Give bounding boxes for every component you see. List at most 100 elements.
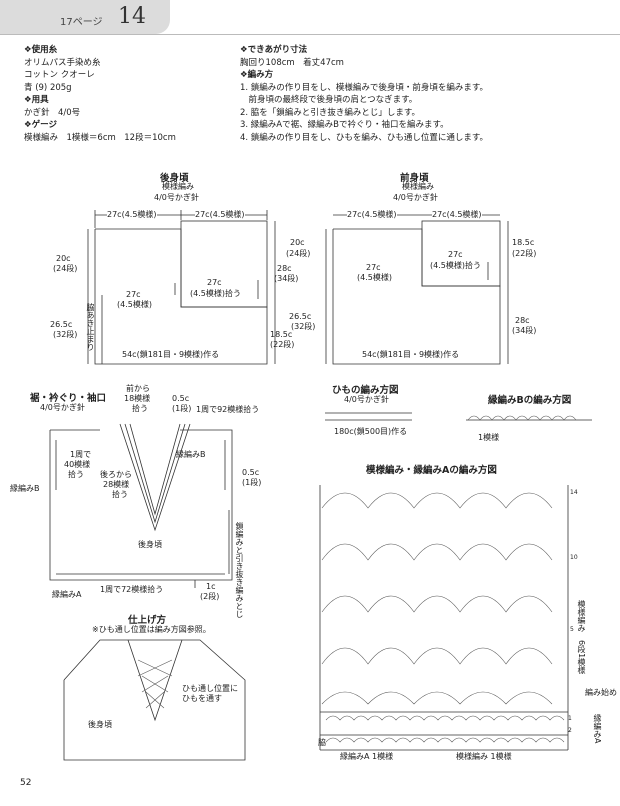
back-inner-right-sub: (4.5模様)拾う: [190, 289, 241, 298]
hem-front-from: 前から: [126, 384, 150, 393]
hem-bottom-h: 1c: [206, 582, 216, 591]
front-body-outline: [332, 228, 501, 365]
front-width-right: 27c(4.5模様): [432, 210, 482, 220]
front-bottom: 54c(鎖181目・9模様)作る: [362, 350, 460, 359]
finish-ties-1: ひも通し位置に: [182, 684, 238, 693]
back-h-r3: 18.5c: [270, 330, 293, 339]
front-h-r2-rows: (34段): [512, 326, 537, 335]
hem-body: 後身頃: [138, 540, 162, 549]
hem-needle: 4/0号かぎ針: [40, 403, 85, 412]
back-title: 後身頃: [160, 173, 189, 184]
method-step: 前身頃の最終段で後身頃の肩とつなぎます。: [240, 95, 418, 105]
back-inner-left-sub: (4.5模様): [117, 300, 152, 309]
method-section: ❖できあがり寸法 胸回り108cm 着丈47cm ❖編み方 1. 鎖編みの作り目…: [240, 45, 488, 143]
materials-section: ❖使用糸 オリムパス手染め糸 コットン クオーレ 青 (9) 205g ❖用具 …: [24, 45, 176, 143]
back-h-r2: 28c: [277, 264, 292, 273]
cord-title: ひもの編み方図: [332, 385, 399, 396]
back-h-r1: 20c: [290, 238, 305, 247]
finish-title: 仕上げ方: [128, 615, 167, 626]
back-h-r4-rows: (32段): [291, 322, 316, 331]
page-number: 52: [20, 778, 32, 788]
front-inner-left: 27c: [366, 263, 381, 272]
header-tab: [0, 0, 170, 34]
start-label: 編み始め: [585, 688, 617, 697]
row-14: 14: [570, 489, 578, 496]
finish-body-outline: [63, 639, 246, 761]
page-reference: 17ページ: [60, 17, 103, 28]
back-inner-right: 27c: [207, 278, 222, 287]
front-h-r2: 28c: [515, 316, 530, 325]
hem-body-outline: [49, 429, 233, 581]
front-shoulder-panel: [421, 220, 501, 287]
method-step: 2. 脇を「鎖編みと引き抜き編みとじ」します。: [240, 107, 420, 118]
hem-front-pick: 拾う: [132, 404, 148, 413]
tools-title: 用具: [31, 95, 49, 105]
header-rule: [0, 34, 620, 35]
row-10: 10: [570, 554, 578, 561]
front-h-r1: 18.5c: [512, 238, 535, 247]
back-needle: 4/0号かぎ針: [154, 193, 199, 202]
finish-note: ※ひも通し位置は編み方図参照。: [92, 625, 211, 634]
back-side-stop: 脇あき止まり: [86, 303, 95, 351]
front-title: 前身頃: [400, 173, 429, 184]
finish-body: 後身頃: [88, 720, 112, 729]
hem-round-40: 40模様: [64, 460, 91, 469]
back-h-r3-rows: (22段): [270, 340, 295, 349]
edge-row-1: 1: [568, 715, 572, 722]
edge-a-side-label: 縁編みA: [593, 714, 602, 744]
back-bottom: 54c(鎖181目・9模様)作る: [122, 350, 220, 359]
hem-back-pick: 拾う: [112, 490, 128, 499]
back-sub: 模様編み: [162, 182, 194, 191]
front-inner-right-sub: (4.5模様)拾う: [430, 261, 481, 270]
hem-side-seam: 鎖編みと引き抜き編みとじ: [235, 522, 244, 618]
gauge-title: ゲージ: [31, 120, 57, 130]
pattern-number: 14: [118, 4, 146, 29]
side-label: 脇: [318, 738, 326, 747]
hem-edge-b-right: 縁編みB: [176, 450, 206, 459]
yarn-title: 使用糸: [31, 45, 58, 55]
edge-row-2: 2: [568, 727, 572, 734]
hem-edge-b-left: 縁編みB: [10, 484, 40, 493]
back-h-top-rows: (24段): [53, 264, 78, 273]
back-shoulder-panel: [180, 220, 268, 308]
row-5: 5: [570, 626, 574, 633]
hem-v-rows: (1段): [172, 404, 192, 413]
finish-ties-2: ひもを通す: [182, 694, 222, 703]
hem-round: 1周で: [70, 450, 92, 459]
back-inner-left: 27c: [126, 290, 141, 299]
hem-back-from: 後ろから: [100, 470, 132, 479]
hem-v-width: 0.5c: [172, 394, 190, 403]
hem-pick-92: 1周で92模様拾う: [196, 405, 260, 414]
cord-needle: 4/0号かぎ針: [344, 395, 389, 404]
lacing-lines: [137, 659, 173, 709]
cord-length: 180c(鎖500目)作る: [334, 427, 408, 436]
crochet-fan-motifs: [321, 415, 577, 743]
hem-edge-a: 縁編みA: [52, 590, 82, 599]
edge-a-repeat: 縁編みA 1模様: [340, 752, 394, 761]
back-h-bot-rows: (32段): [53, 330, 78, 339]
yarn-line: オリムパス手染め糸: [24, 57, 101, 68]
size-line: 胸回り108cm 着丈47cm: [240, 57, 344, 68]
hem-pick-72: 1周で72模様拾う: [100, 585, 164, 594]
front-needle: 4/0号かぎ針: [393, 193, 438, 202]
hem-bottom-rows: (2段): [200, 592, 220, 601]
method-step: 3. 縁編みAで裾、縁編みBで衿ぐり・袖口を編みます。: [240, 120, 449, 130]
pattern-repeat-label: 模様編み 6段1模様: [577, 600, 586, 675]
edge-b-title: 縁編みBの編み方図: [488, 395, 572, 406]
front-inner-right: 27c: [448, 250, 463, 259]
yarn-line: コットン クオーレ: [24, 70, 95, 80]
front-sub: 模様編み: [402, 182, 434, 191]
front-h-r1-rows: (22段): [512, 249, 537, 258]
back-h-r1-rows: (24段): [286, 249, 311, 258]
hem-back-count: 28模様: [103, 480, 130, 489]
yarn-line: 青 (9) 205g: [24, 82, 72, 93]
back-h-top: 20c: [56, 254, 71, 263]
pattern-repeat: 模様編み 1模様: [456, 752, 512, 761]
back-h-r4: 26.5c: [289, 312, 312, 321]
gauge-line: 模様編み 1模様＝6cm 12段＝10cm: [24, 132, 176, 143]
edge-b-repeat: 1模様: [478, 433, 500, 442]
hem-round-pick: 拾う: [68, 470, 84, 479]
hem-side-rows: (1段): [242, 478, 262, 487]
pattern-chart-title: 模様編み・縁編みAの編み方図: [366, 465, 497, 476]
